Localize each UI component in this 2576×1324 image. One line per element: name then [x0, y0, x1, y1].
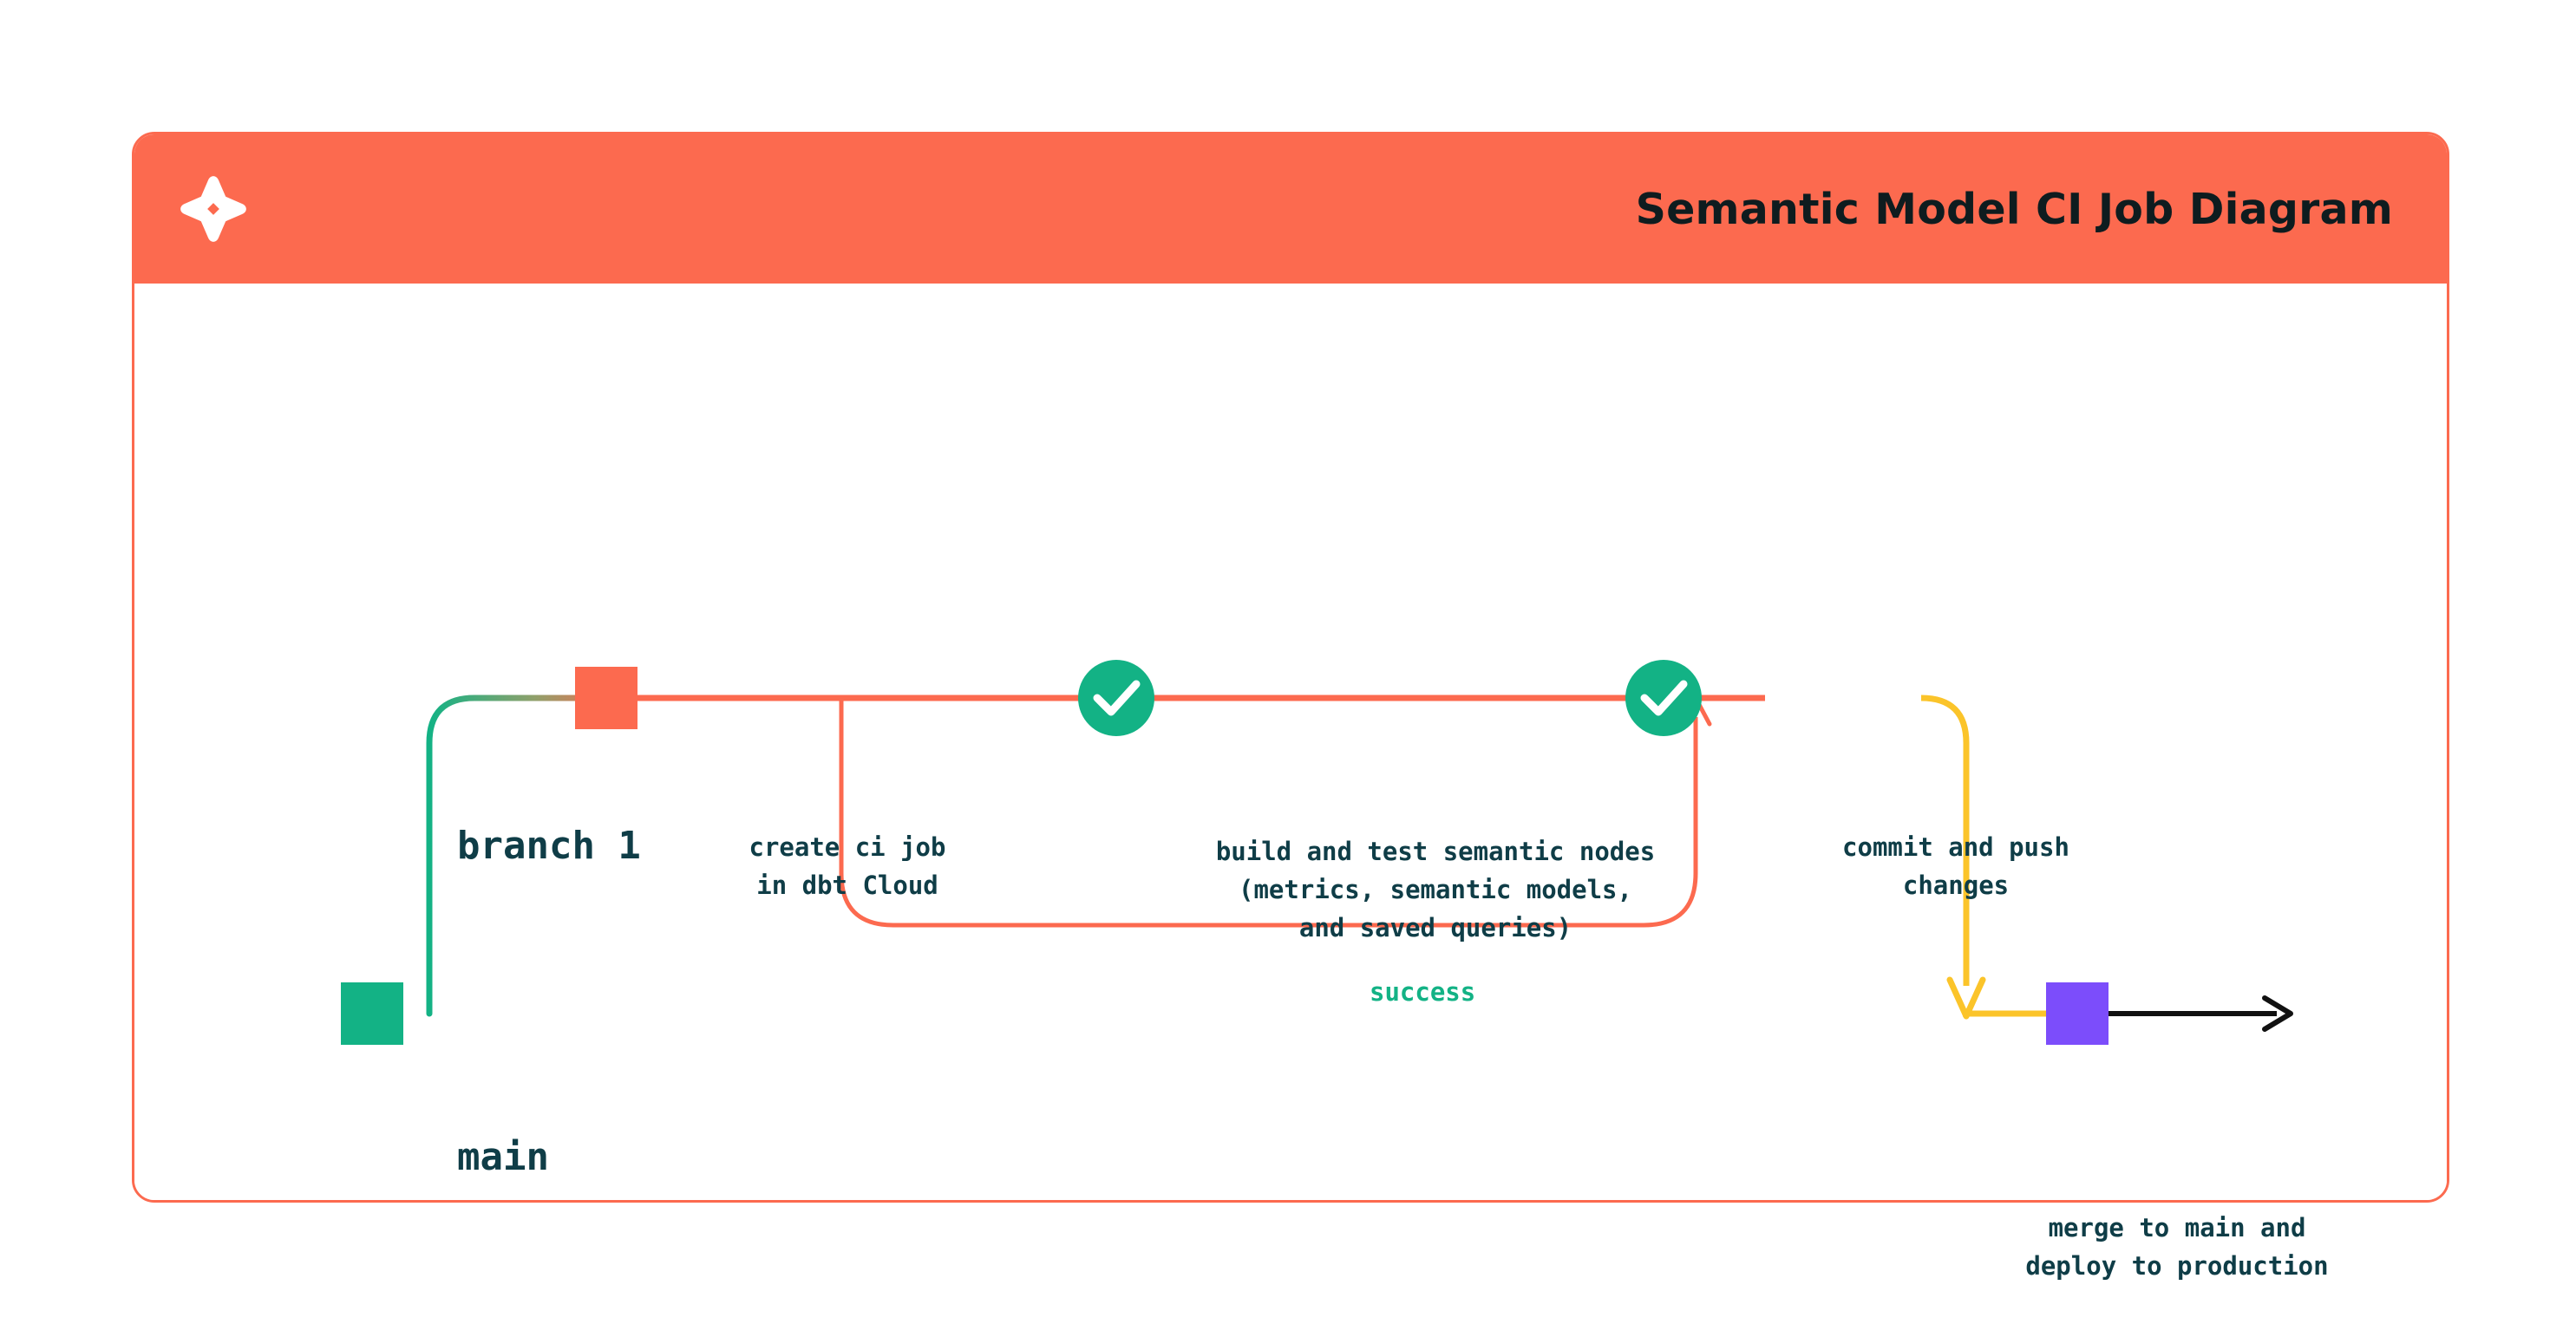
lane-label-main: main [457, 1135, 549, 1179]
node-build-and-test[interactable] [1078, 660, 1154, 736]
caption-create-ci-job: create ci job in dbt Cloud [749, 832, 946, 900]
check-icon [1093, 680, 1141, 716]
git-graph-svg [341, 660, 2293, 1045]
card-header: Semantic Model CI Job Diagram [134, 134, 2447, 284]
caption-build-and-test: build and test semantic nodes (metrics, … [1215, 837, 1656, 942]
node-commit-and-push[interactable] [1625, 660, 1702, 736]
edge-label-success: success [1356, 977, 1490, 1007]
caption-merge-to-main: merge to main and deploy to production [2025, 1213, 2329, 1281]
card-body: branch 1 main create ci job in dbt Cloud… [134, 284, 2447, 1281]
caption-commit-and-push: commit and push changes [1842, 832, 2069, 900]
check-icon [1640, 680, 1688, 716]
page-title: Semantic Model CI Job Diagram [1635, 184, 2393, 234]
main-start-node[interactable] [341, 982, 403, 1045]
production-arrow-edge [2109, 995, 2293, 1032]
node-merge-to-main[interactable] [2046, 982, 2109, 1045]
merge-down-edge [1920, 695, 1986, 1020]
lane-label-branch1: branch 1 [457, 824, 641, 868]
branch-off-edge [426, 695, 624, 1017]
node-create-ci-job[interactable] [575, 667, 637, 729]
diagram-card: Semantic Model CI Job Diagram [132, 132, 2449, 1281]
dbt-x-logo-icon [176, 172, 251, 246]
